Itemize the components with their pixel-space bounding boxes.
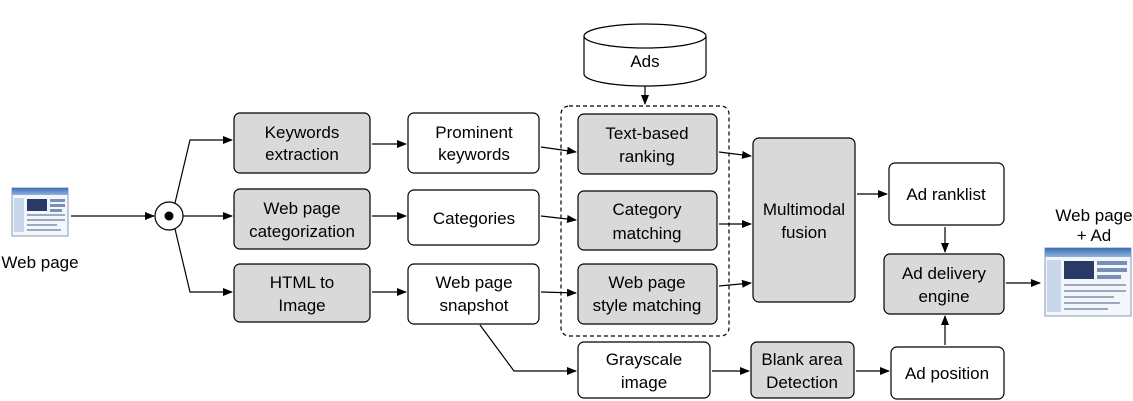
split-junction-dot: [164, 211, 174, 221]
style-matching-line2: style matching: [593, 296, 702, 315]
edge-snapshot-stylematch: [540, 288, 577, 297]
output-webpage-thumbnail: [1044, 247, 1132, 317]
grayscale-image-line1: Grayscale: [606, 350, 683, 369]
ad-position-line1: Ad position: [905, 364, 989, 383]
ad-delivery-engine-line2: engine: [918, 287, 969, 306]
html-to-image-box: HTML to Image: [233, 263, 371, 323]
category-matching-line2: matching: [613, 224, 682, 243]
ad-delivery-engine-line1: Ad delivery: [902, 264, 987, 283]
input-webpage-thumbnail: [11, 187, 69, 237]
categories-line1: Categories: [433, 209, 515, 228]
ads-database-label: Ads: [630, 52, 659, 71]
html-to-image-line2: Image: [278, 296, 325, 315]
categories-box: Categories: [407, 189, 540, 246]
blank-area-detection-line1: Blank area: [761, 350, 843, 369]
grayscale-image-line2: image: [621, 373, 667, 392]
ad-delivery-engine-box: Ad delivery engine: [883, 253, 1005, 315]
multimodal-fusion-line1: Multimodal: [763, 200, 845, 219]
prominent-keywords-line1: Prominent: [435, 123, 513, 142]
edge-snapshot-grayscale: [479, 324, 577, 375]
text-based-ranking-line1: Text-based: [605, 124, 688, 143]
web-page-categorization-line2: categorization: [249, 222, 355, 241]
web-page-snapshot-box: Web page snapshot: [407, 263, 540, 325]
edge-prominent-textranking: [540, 146, 577, 155]
multimodal-fusion-line2: fusion: [781, 223, 826, 242]
output-webpage-label-line1: Web page: [1055, 206, 1132, 225]
ad-position-box: Ad position: [890, 346, 1005, 400]
web-page-snapshot-line2: snapshot: [440, 296, 509, 315]
output-webpage-label-line2: + Ad: [1077, 226, 1112, 245]
category-matching-line1: Category: [613, 200, 682, 219]
style-matching-box: Web page style matching: [577, 263, 718, 325]
multimodal-fusion-box: Multimodal fusion: [752, 137, 856, 303]
web-page-categorization-box: Web page categorization: [233, 188, 371, 250]
grayscale-image-box: Grayscale image: [577, 341, 711, 399]
style-matching-line1: Web page: [608, 273, 685, 292]
keywords-extraction-line1: Keywords: [265, 123, 340, 142]
edge-junction-html: [174, 228, 233, 296]
ad-ranklist-line1: Ad ranklist: [906, 185, 986, 204]
edges: [71, 86, 1041, 375]
edge-textranking-fusion: [718, 150, 752, 159]
prominent-keywords-line2: keywords: [438, 145, 510, 164]
ads-database: Ads: [583, 23, 707, 87]
edge-categories-categorymatch: [540, 215, 577, 223]
keywords-extraction-box: Keywords extraction: [233, 112, 371, 174]
prominent-keywords-box: Prominent keywords: [407, 112, 540, 174]
web-page-categorization-line1: Web page: [263, 199, 340, 218]
blank-area-detection-line2: Detection: [766, 373, 838, 392]
ad-ranklist-box: Ad ranklist: [888, 162, 1005, 226]
html-to-image-line1: HTML to: [270, 273, 335, 292]
text-based-ranking-box: Text-based ranking: [577, 113, 718, 175]
blank-area-detection-box: Blank area Detection: [750, 341, 855, 399]
edge-junction-keywords: [174, 136, 233, 204]
category-matching-box: Category matching: [577, 190, 718, 251]
web-page-snapshot-line1: Web page: [435, 273, 512, 292]
edge-stylematch-fusion: [718, 279, 752, 288]
text-based-ranking-line2: ranking: [619, 147, 675, 166]
input-webpage-label: Web page: [1, 253, 78, 272]
keywords-extraction-line2: extraction: [265, 145, 339, 164]
